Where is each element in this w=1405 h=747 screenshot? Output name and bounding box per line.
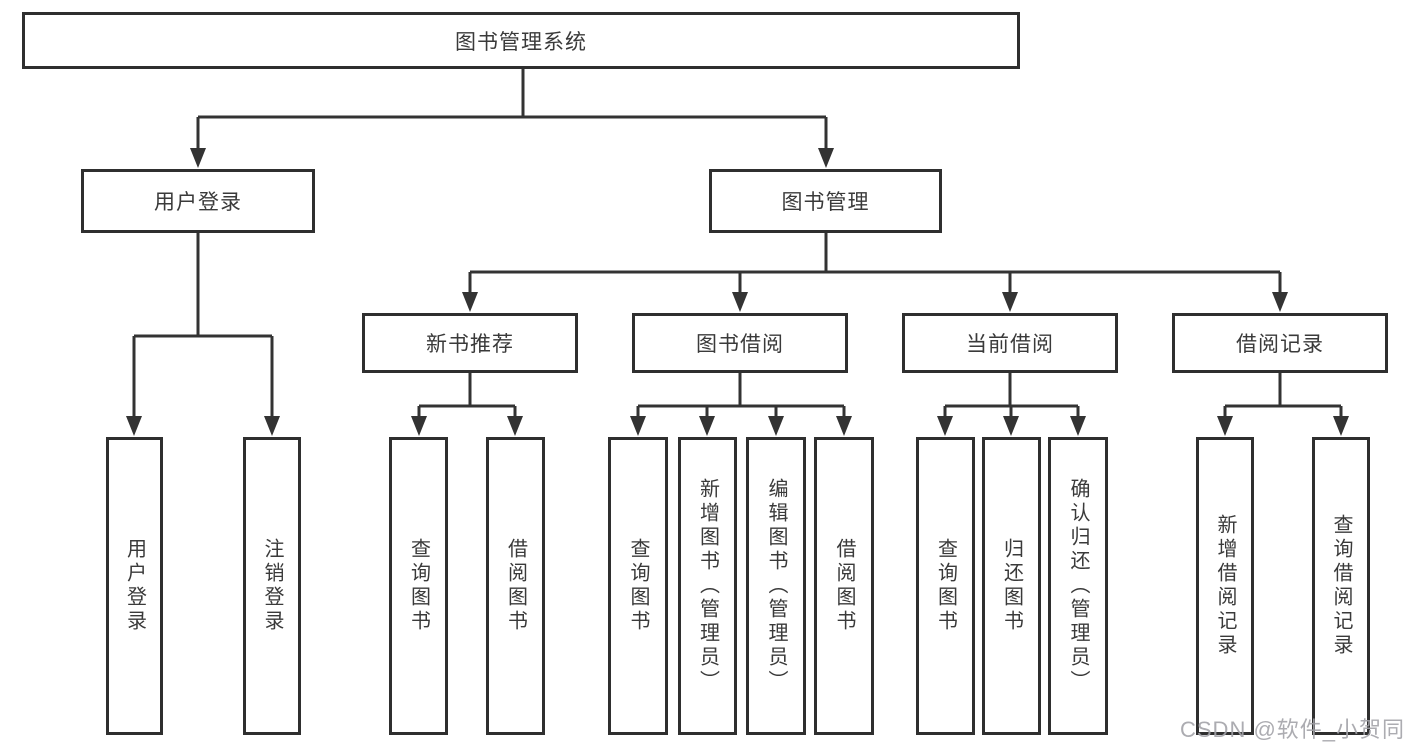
node-current-borrow: 当前借阅: [902, 313, 1118, 373]
leaf-records-query-record-label: 查询借阅记录: [1330, 514, 1352, 658]
leaf-current-confirm-return-admin: 确认归还（管理员）: [1048, 437, 1108, 735]
node-current-borrow-label: 当前借阅: [966, 333, 1054, 356]
node-new-book-recommend: 新书推荐: [362, 313, 578, 373]
node-borrow-records-label: 借阅记录: [1236, 333, 1324, 356]
node-root-label: 图书管理系统: [455, 30, 587, 54]
arrowheads: [126, 148, 1349, 436]
node-book-management: 图书管理: [709, 169, 942, 233]
leaf-records-query-record: 查询借阅记录: [1312, 437, 1370, 735]
node-new-book-recommend-label: 新书推荐: [426, 333, 514, 356]
leaf-current-confirm-return-admin-label: 确认归还（管理员）: [1067, 478, 1089, 694]
leaf-newbooks-borrow-books-label: 借阅图书: [504, 538, 527, 634]
leaf-borrow-borrow-books-label: 借阅图书: [833, 538, 855, 634]
leaf-newbooks-borrow-books: 借阅图书: [486, 437, 545, 735]
leaf-newbooks-query-books: 查询图书: [389, 437, 448, 735]
node-user-login: 用户登录: [81, 169, 315, 233]
leaf-records-add-record: 新增借阅记录: [1196, 437, 1254, 735]
leaf-logout-login: 注销登录: [243, 437, 301, 735]
leaf-borrow-edit-book-admin-label: 编辑图书（管理员）: [765, 478, 787, 694]
leaf-borrow-query-books-label: 查询图书: [627, 538, 649, 634]
node-root: 图书管理系统: [22, 12, 1020, 69]
leaf-current-return-book: 归还图书: [982, 437, 1041, 735]
leaf-current-query-books-label: 查询图书: [934, 538, 957, 634]
leaf-records-add-record-label: 新增借阅记录: [1214, 514, 1236, 658]
node-book-borrow: 图书借阅: [632, 313, 848, 373]
leaf-borrow-borrow-books: 借阅图书: [814, 437, 874, 735]
leaf-borrow-add-book-admin-label: 新增图书（管理员）: [696, 478, 719, 694]
leaf-logout-login-label: 注销登录: [261, 538, 283, 634]
leaf-user-login-label: 用户登录: [123, 538, 146, 634]
leaf-current-query-books: 查询图书: [916, 437, 975, 735]
node-user-login-label: 用户登录: [154, 191, 242, 214]
leaf-current-return-book-label: 归还图书: [1000, 538, 1023, 634]
node-book-borrow-label: 图书借阅: [696, 333, 784, 356]
leaf-borrow-add-book-admin: 新增图书（管理员）: [678, 437, 737, 735]
leaf-borrow-query-books: 查询图书: [608, 437, 668, 735]
node-book-management-label: 图书管理: [781, 191, 870, 214]
leaf-newbooks-query-books-label: 查询图书: [407, 538, 430, 634]
leaf-borrow-edit-book-admin: 编辑图书（管理员）: [746, 437, 806, 735]
watermark: CSDN @软件_小贺同学: [1180, 717, 1405, 742]
leaf-user-login: 用户登录: [106, 437, 163, 735]
edges: [132, 69, 1343, 418]
node-borrow-records: 借阅记录: [1172, 313, 1388, 373]
